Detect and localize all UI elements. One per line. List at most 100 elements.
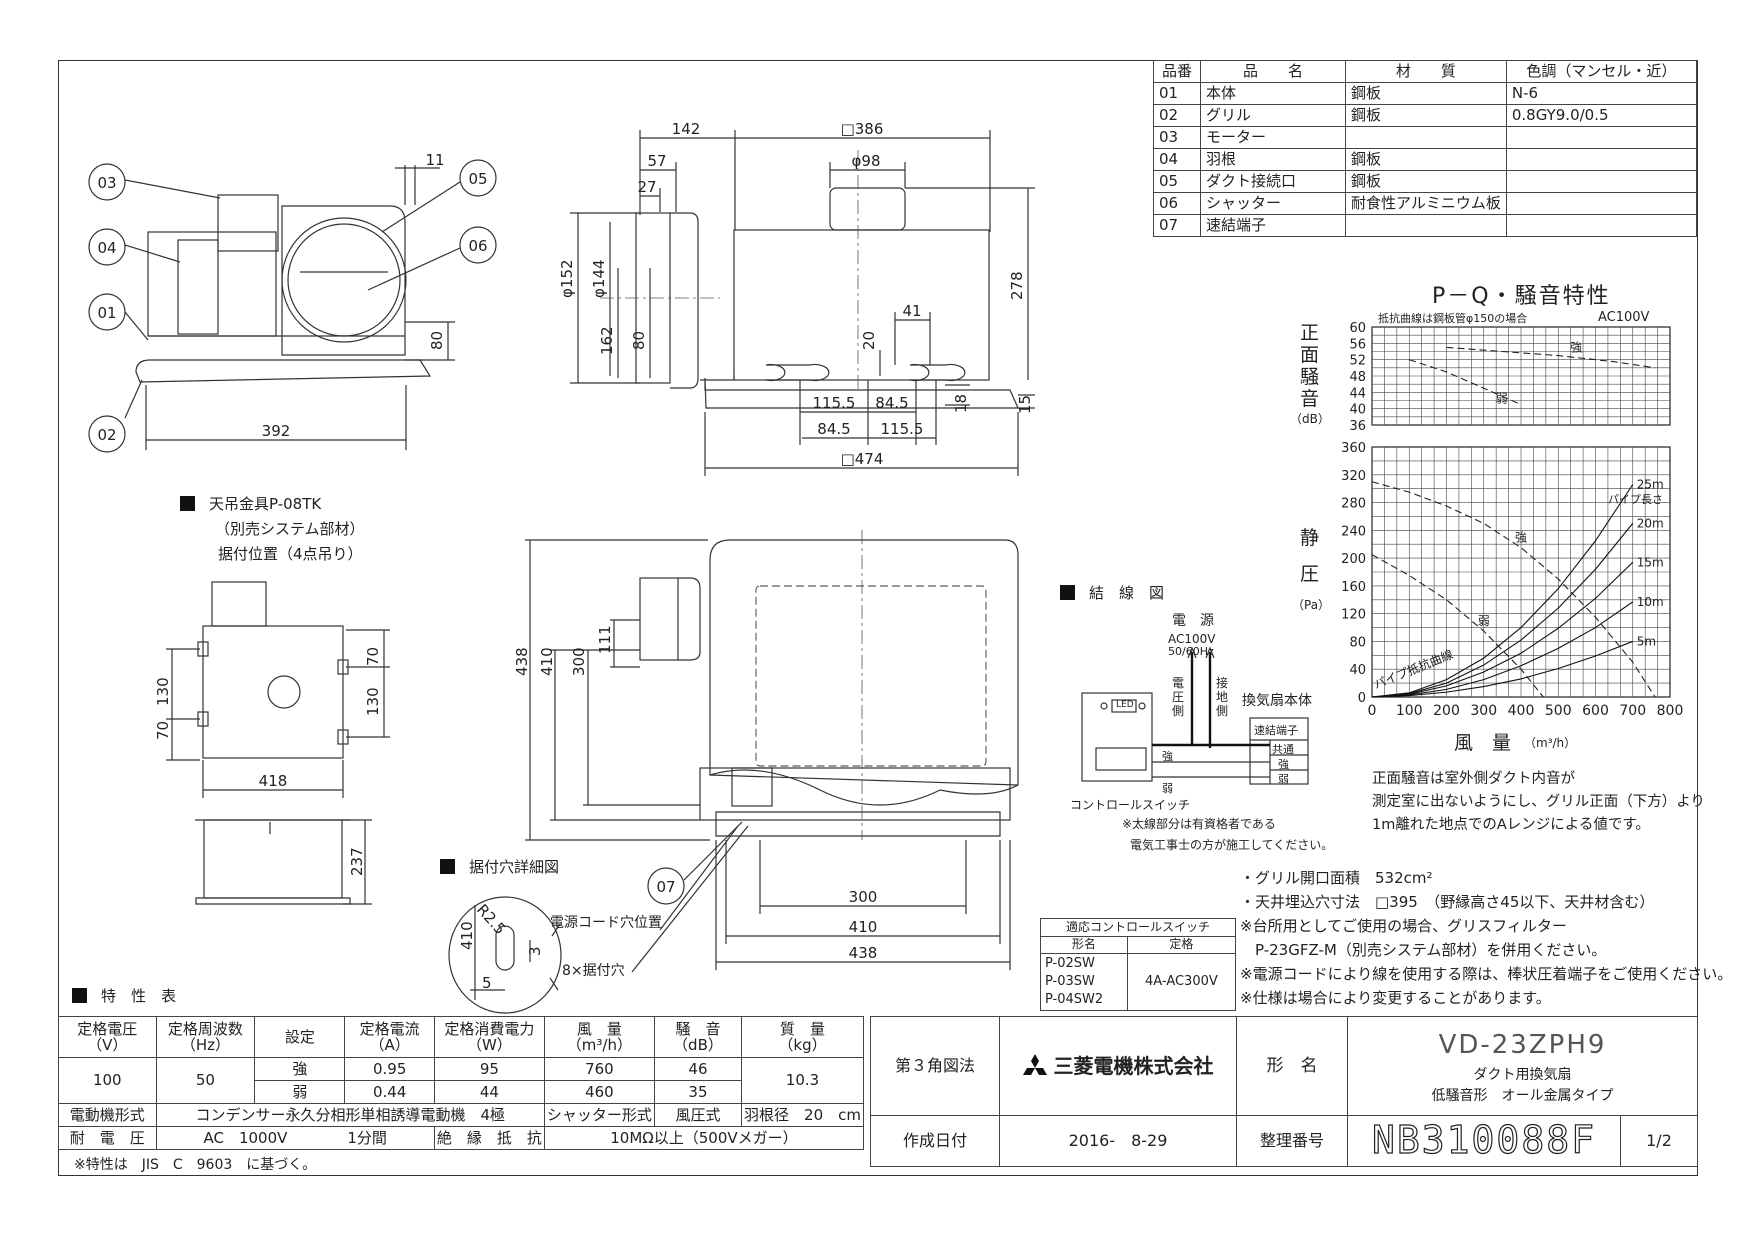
part-name: ダクト接続口 <box>1200 170 1346 193</box>
part-no: 07 <box>1153 214 1201 237</box>
noise-tick-label: 52 <box>1349 354 1366 369</box>
dim-162: 162 <box>598 326 616 355</box>
pressure-tick-label: 320 <box>1341 469 1366 484</box>
resistance-curve-label: 10m <box>1637 595 1664 609</box>
pressure-tick-label: 40 <box>1349 663 1366 678</box>
spec-shutter-label: シャッター形式 <box>543 1103 655 1127</box>
dim-115-5-b: 115.5 <box>881 420 924 438</box>
noise-series-line <box>1446 346 1656 369</box>
pq-series-line <box>1371 554 1544 698</box>
x-tick-label: 300 <box>1470 703 1497 719</box>
spec-withstand-label: 耐 電 圧 <box>58 1126 157 1150</box>
dim-115-5-a: 115.5 <box>813 394 856 412</box>
switch-led: LED <box>1116 700 1134 710</box>
part-name: モーター <box>1200 126 1346 149</box>
wiring-voltage-side: 電圧側 <box>1172 676 1186 718</box>
spec-motor-value: コンデンサー永久分相形単相誘導電動機 4極 <box>155 1103 545 1127</box>
resistance-curve-label: 15m <box>1637 555 1664 569</box>
date-label: 作成日付 <box>870 1115 1000 1167</box>
noise-series-label: 強 <box>1570 341 1582 355</box>
part-no: 01 <box>1153 82 1201 105</box>
wiring-v1: 電 <box>1172 676 1185 690</box>
table-row: 100 50 強 0.95 95 760 46 10.3 <box>58 1057 864 1104</box>
wiring-switch-label: コントロールスイッチ <box>1070 798 1191 812</box>
chart-note: 抵抗曲線は鋼板管φ150の場合 <box>1378 312 1528 325</box>
hole-cord-label: 電源コード穴位置 <box>550 915 662 931</box>
spec-h-unit: （Hz） <box>180 1036 230 1054</box>
dim-18: 18 <box>952 394 970 413</box>
spec-h-unit: （V） <box>87 1036 128 1054</box>
projection: 第３角図法 <box>870 1016 1000 1116</box>
x-tick-label: 600 <box>1582 703 1609 719</box>
resistance-title: パイプ長さ <box>1608 493 1663 506</box>
table-row: 弱 0.44 44 460 35 <box>59 1080 864 1104</box>
dim-418: 418 <box>259 772 288 790</box>
x-tick-label: 500 <box>1545 703 1572 719</box>
resistance-curve <box>1371 640 1633 698</box>
spec-title: 特 性 表 <box>72 985 176 1006</box>
part-material: 耐食性アルミニウム板 <box>1345 192 1507 215</box>
section-marker-icon <box>1060 585 1075 600</box>
spec-noise: 35 <box>653 1080 743 1104</box>
wiring-v3: 側 <box>1172 704 1185 718</box>
spec-airflow: 760 <box>543 1057 655 1081</box>
switch-model: P-02SW <box>1045 956 1095 971</box>
dim-130-right: 130 <box>364 687 382 716</box>
spec-blade-value: 20 cm <box>804 1105 861 1124</box>
callout-06: 06 <box>468 237 487 255</box>
spec-motor-label: 電動機形式 <box>58 1103 157 1127</box>
pressure-axis-label: 静圧 <box>1300 520 1320 592</box>
model-label: 形 名 <box>1236 1016 1348 1116</box>
dim-11: 11 <box>425 151 444 169</box>
wiring-g3: 側 <box>1216 704 1229 718</box>
spec-h-text: 風 量 <box>576 1019 622 1038</box>
terminal-weak: 弱 <box>1278 773 1289 786</box>
dim-130-left: 130 <box>154 677 172 706</box>
dim-142: 142 <box>672 120 701 138</box>
pressure-tick-label: 200 <box>1341 552 1366 567</box>
spec-h-airflow: 風 量（m³/h） <box>543 1016 655 1058</box>
pq-series-label: 弱 <box>1478 614 1490 628</box>
wiring-title: 結 線 図 <box>1060 582 1164 603</box>
dim-300: 300 <box>849 888 878 906</box>
page-number: 1/2 <box>1620 1115 1698 1167</box>
wiring-note1: ※太線部分は有資格者である <box>1122 817 1276 831</box>
noise-tick-label: 56 <box>1349 337 1366 352</box>
resistance-curve-label: 20m <box>1637 516 1664 530</box>
drawing-frame <box>58 60 1698 1176</box>
noise-tick-label: 36 <box>1349 419 1366 434</box>
chart-voltage: AC100V <box>1598 310 1650 325</box>
noise-axis-l3: 音 <box>1300 388 1320 410</box>
note-line: ・天井埋込穴寸法 □395 （野縁高さ45以下、天井材含む） <box>1240 893 1655 911</box>
callout-03: 03 <box>97 174 116 192</box>
switch-rating: 4A-AC300V <box>1126 953 1237 1011</box>
spec-frequency: 50 <box>155 1057 256 1104</box>
model-name: VD-23ZPH9 <box>1438 1029 1607 1060</box>
spec-h-mass: 質 量（kg） <box>741 1016 864 1058</box>
dim-474: □474 <box>841 450 884 468</box>
wiring-terminal: 速結端子 <box>1254 724 1298 737</box>
hanger-title: 天吊金具P-08TK <box>180 493 321 514</box>
spec-voltage: 100 <box>58 1057 157 1104</box>
noise-axis-unit: （dB） <box>1290 412 1330 426</box>
dim-98: φ98 <box>852 152 881 170</box>
chart-title: P－Q・騒音特性 <box>1432 284 1611 309</box>
note-line: ※電源コードにより線を使用する際は、棒状圧着端子をご使用ください。 <box>1240 965 1733 983</box>
dim-27: 27 <box>637 178 656 196</box>
switch-weak: 弱 <box>1162 782 1173 795</box>
x-tick-label: 800 <box>1657 703 1684 719</box>
pressure-tick-label: 120 <box>1341 608 1366 623</box>
part-material: 鋼板 <box>1345 170 1507 193</box>
wiring-power: 電 源 <box>1172 613 1214 629</box>
dim-410: 410 <box>849 918 878 936</box>
pressure-axis-l1: 圧 <box>1300 563 1320 585</box>
pressure-tick-label: 0 <box>1358 691 1366 706</box>
noise-tick-label: 48 <box>1349 370 1366 385</box>
